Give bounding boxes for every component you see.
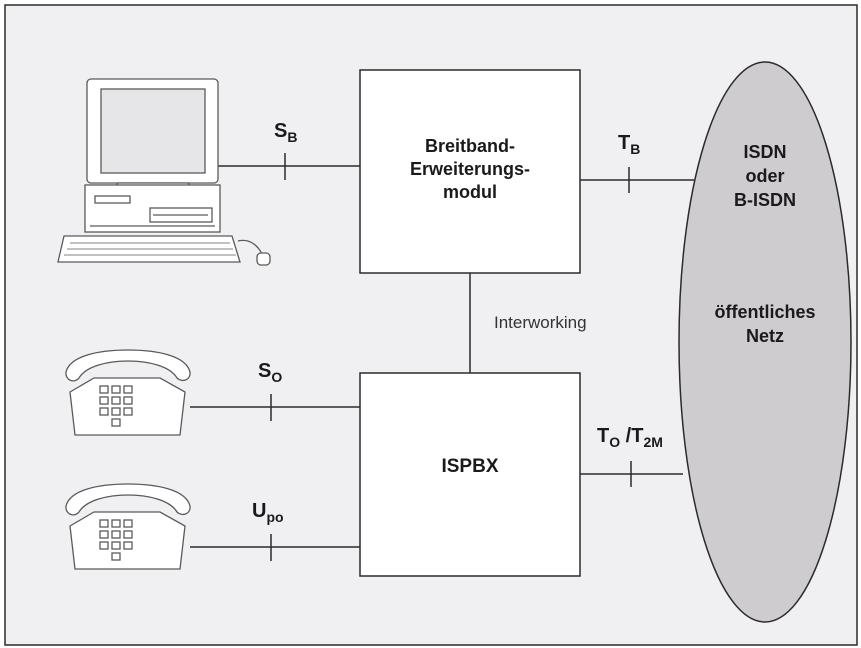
interface-to-t2m-label: TO /T2M (597, 425, 663, 450)
computer-workstation-icon (57, 78, 271, 266)
broadband-module-label: Breitband- Erweiterungs- modul (360, 135, 580, 204)
interface-so-sub: O (271, 369, 283, 385)
interface-so-main: S (258, 360, 272, 382)
broadband-module-line-3: modul (443, 182, 497, 202)
interface-tb-main: T (618, 132, 631, 154)
broadband-module-line-1: Breitband- (425, 136, 515, 156)
interface-to-sub: O (609, 434, 621, 450)
interface-sb-label: SB (274, 120, 298, 145)
public-network-line-1: öffentliches (714, 302, 816, 322)
broadband-module-box (359, 69, 581, 274)
public-network-line-2: Netz (745, 326, 784, 346)
interface-so-label: SO (258, 360, 283, 385)
network-type-line-3: B-ISDN (734, 190, 796, 210)
interface-t2m-main: T (631, 425, 644, 447)
network-type-label: ISDN oder B-ISDN (680, 140, 850, 212)
interface-separator: / (625, 425, 632, 447)
telephone-icon (65, 349, 191, 436)
interface-tb-sub: B (630, 141, 641, 157)
interworking-label: Interworking (494, 313, 587, 332)
public-network-label: öffentliches Netz (680, 300, 850, 348)
interface-t2m-sub: 2M (643, 434, 663, 450)
ispbx-box (359, 372, 581, 577)
network-type-line-2: oder (745, 166, 785, 186)
interface-to-main: T (597, 425, 610, 447)
interface-upo-main: U (252, 500, 267, 522)
interface-sb-main: S (274, 120, 288, 142)
public-network-ellipse (678, 61, 852, 623)
interface-upo-sub: po (266, 509, 284, 525)
interface-sb-sub: B (287, 129, 298, 145)
network-type-line-1: ISDN (743, 142, 787, 162)
broadband-module-line-2: Erweiterungs- (409, 159, 531, 179)
telephone-icon (65, 483, 191, 570)
interface-upo-label: Upo (252, 500, 284, 525)
interface-tb-label: TB (618, 132, 641, 157)
ispbx-label: ISPBX (441, 456, 499, 477)
